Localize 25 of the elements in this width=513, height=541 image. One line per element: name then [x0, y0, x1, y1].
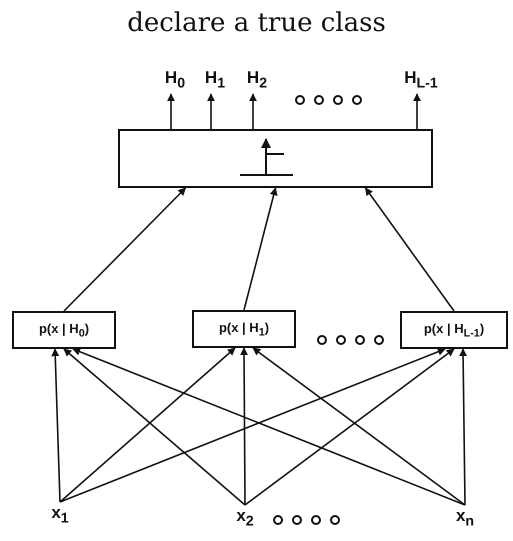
formula-text: p(x | H$_{0}$) [38, 320, 90, 340]
arrow [243, 187, 278, 310]
decision-box [118, 129, 433, 188]
node-label: H$_{0}$ [164, 68, 186, 92]
title: declare a true class [126, 8, 387, 38]
likelihood-box [12, 311, 116, 349]
node-label: H$_{1}$ [204, 68, 226, 92]
formula-text: p(x | H$_{L-1}$) [424, 320, 484, 340]
arrow [249, 93, 257, 129]
node-label: H$_{2}$ [246, 68, 268, 92]
node-label: H$_{L-1}$ [404, 68, 438, 92]
node-label: x$_{1}$ [51, 503, 69, 527]
arrow [459, 348, 468, 505]
arrow [240, 347, 248, 505]
node-label: x$_{n}$ [456, 506, 474, 530]
arrow [413, 93, 421, 129]
node-label: x$_{2}$ [236, 506, 254, 530]
arrow [63, 187, 186, 312]
arrow [364, 187, 455, 312]
arrow [51, 348, 61, 502]
likelihood-box [192, 310, 296, 348]
likelihood-box [400, 311, 508, 349]
formula-text: p(x | H$_{1}$) [218, 320, 270, 338]
arrow [207, 93, 215, 129]
arrow [167, 93, 175, 129]
